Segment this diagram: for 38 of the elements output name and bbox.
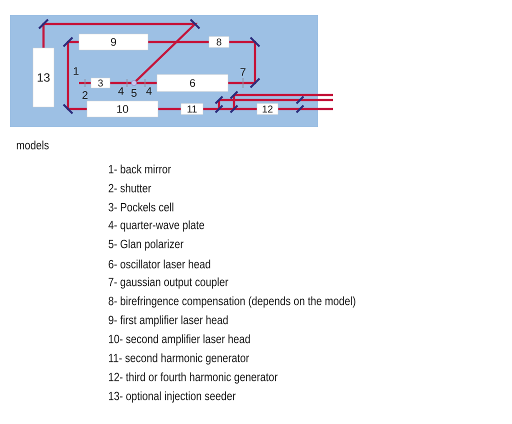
component-box: 12: [256, 103, 278, 115]
list-item: 12- third or fourth harmonic generator: [108, 372, 278, 384]
beam-line: [148, 40, 209, 44]
callout-number: 5: [131, 89, 137, 97]
list-item: 8- birefringence compensation (depends on the model): [108, 296, 356, 308]
callout-number: 7: [240, 68, 246, 76]
beam-line: [42, 22, 198, 82]
list-item: 6- oscillator laser head: [108, 260, 210, 268]
beam-line: [203, 108, 257, 110]
beam-line: [228, 40, 256, 84]
beam-line: [158, 108, 181, 110]
callout-number: 2: [82, 91, 88, 99]
list-item: 2- shutter: [108, 184, 152, 192]
component-box: 11: [180, 103, 204, 115]
component-box: 8: [208, 36, 230, 48]
component-box: 3: [90, 78, 110, 88]
callout-number: 1: [74, 67, 79, 75]
beam-line: [66, 40, 87, 110]
list-item: 13- optional injection seeder: [108, 391, 236, 403]
callout-number: 4: [146, 87, 152, 95]
beam-line: [79, 82, 91, 84]
list-item: 1- back mirror: [108, 164, 171, 174]
beam-line: [110, 82, 132, 84]
callout-number: 4: [118, 87, 124, 95]
list-item: 4- quarter-wave plate: [108, 220, 204, 232]
list-item: 10- second amplifier laser head: [108, 334, 250, 346]
component-box: 6: [156, 74, 228, 92]
component-box: 10: [86, 100, 158, 118]
list-item: 3- Pockels cell: [108, 202, 174, 212]
list-item: 9- first amplifier laser head: [108, 315, 228, 327]
component-box: 13: [32, 48, 54, 108]
component-box: 9: [78, 34, 148, 50]
list-item: 5- Glan polarizer: [108, 239, 184, 251]
list-item: 7- gaussian output coupler: [108, 277, 228, 289]
caption-text: models: [16, 140, 49, 150]
beam-line: [136, 82, 157, 84]
beam-line: [278, 108, 333, 110]
list-item: 11- second harmonic generator: [108, 353, 249, 365]
